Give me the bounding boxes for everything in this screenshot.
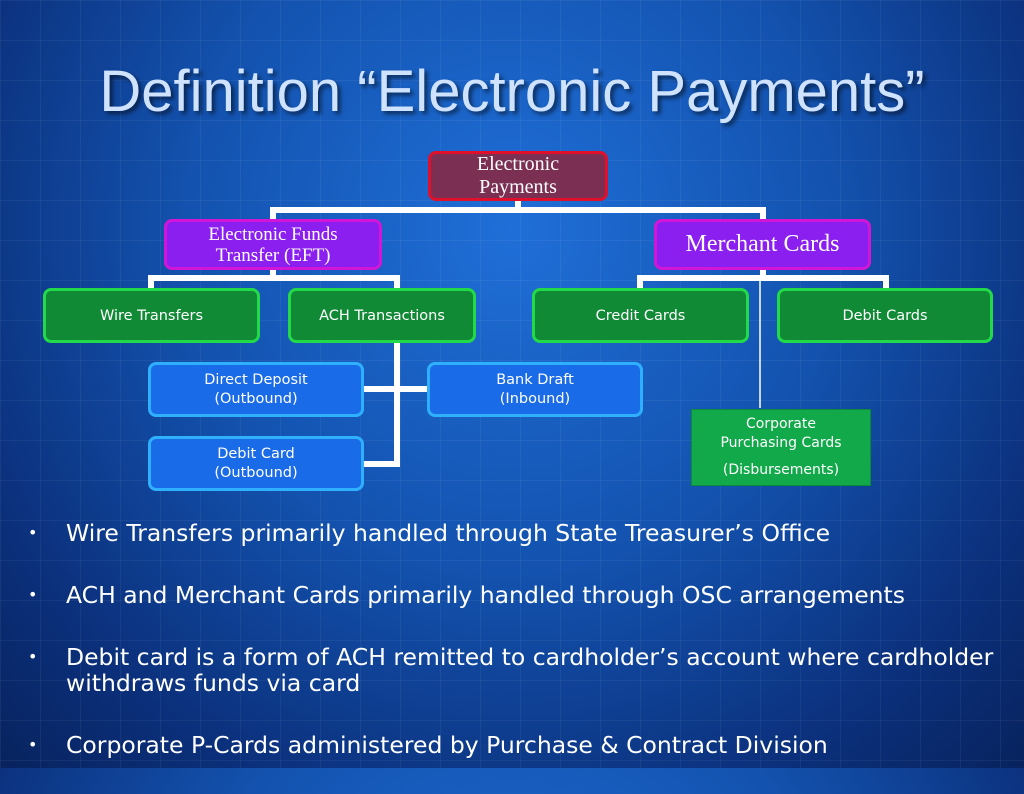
node-label: Payments bbox=[479, 176, 557, 198]
node-eft: Electronic Funds Transfer (EFT) bbox=[164, 219, 382, 270]
node-label: Credit Cards bbox=[595, 307, 686, 324]
bullet-item: • ACH and Merchant Cards primarily handle… bbox=[28, 582, 1008, 608]
bullet-icon: • bbox=[28, 647, 38, 666]
node-corporate-purchasing-cards: Corporate Purchasing Cards (Disbursement… bbox=[691, 409, 871, 486]
node-debit-card: Debit Card (Outbound) bbox=[148, 436, 364, 491]
node-label: Electronic bbox=[476, 153, 560, 175]
node-merchant-cards: Merchant Cards bbox=[654, 219, 871, 270]
node-label: Direct Deposit bbox=[204, 371, 308, 388]
bullet-icon: • bbox=[28, 735, 38, 754]
node-label: (Outbound) bbox=[214, 464, 298, 481]
node-ach-transactions: ACH Transactions bbox=[288, 288, 476, 343]
bullet-text: Debit card is a form of ACH remitted to … bbox=[66, 643, 994, 697]
node-label: ACH Transactions bbox=[319, 307, 445, 324]
node-label: Transfer (EFT) bbox=[215, 244, 331, 266]
node-label: (Disbursements) bbox=[722, 462, 840, 478]
bullet-item: • Corporate P-Cards administered by Purch… bbox=[28, 732, 1008, 758]
node-label: Bank Draft bbox=[496, 371, 574, 388]
bullet-icon: • bbox=[28, 523, 38, 542]
node-label: Debit Cards bbox=[842, 307, 928, 324]
bullet-text: Wire Transfers primarily handled through… bbox=[66, 519, 831, 547]
node-wire-transfers: Wire Transfers bbox=[43, 288, 260, 343]
node-label: (Outbound) bbox=[214, 390, 298, 407]
bullet-item: • Wire Transfers primarily handled throug… bbox=[28, 520, 1008, 546]
bullet-text: Corporate P-Cards administered by Purcha… bbox=[66, 731, 828, 759]
node-label: (Inbound) bbox=[499, 390, 571, 407]
connector-lines bbox=[0, 0, 1024, 768]
bullet-list: • Wire Transfers primarily handled throug… bbox=[28, 520, 1008, 794]
node-label: Merchant Cards bbox=[685, 231, 840, 257]
node-label: Purchasing Cards bbox=[720, 435, 842, 451]
node-electronic-payments: Electronic Payments bbox=[428, 151, 608, 201]
node-label: Wire Transfers bbox=[99, 307, 204, 324]
node-label: Debit Card bbox=[217, 445, 295, 462]
node-credit-cards: Credit Cards bbox=[532, 288, 749, 343]
node-bank-draft: Bank Draft (Inbound) bbox=[427, 362, 643, 417]
bullet-item: • Debit card is a form of ACH remitted to… bbox=[28, 644, 1008, 696]
node-direct-deposit: Direct Deposit (Outbound) bbox=[148, 362, 364, 417]
slide-title: Definition “Electronic Payments” bbox=[99, 59, 925, 124]
node-label: Electronic Funds bbox=[208, 223, 338, 245]
node-label: Corporate bbox=[746, 416, 816, 432]
node-debit-cards: Debit Cards bbox=[777, 288, 993, 343]
bullet-text: ACH and Merchant Cards primarily handled… bbox=[66, 581, 906, 609]
bullet-icon: • bbox=[28, 585, 38, 604]
